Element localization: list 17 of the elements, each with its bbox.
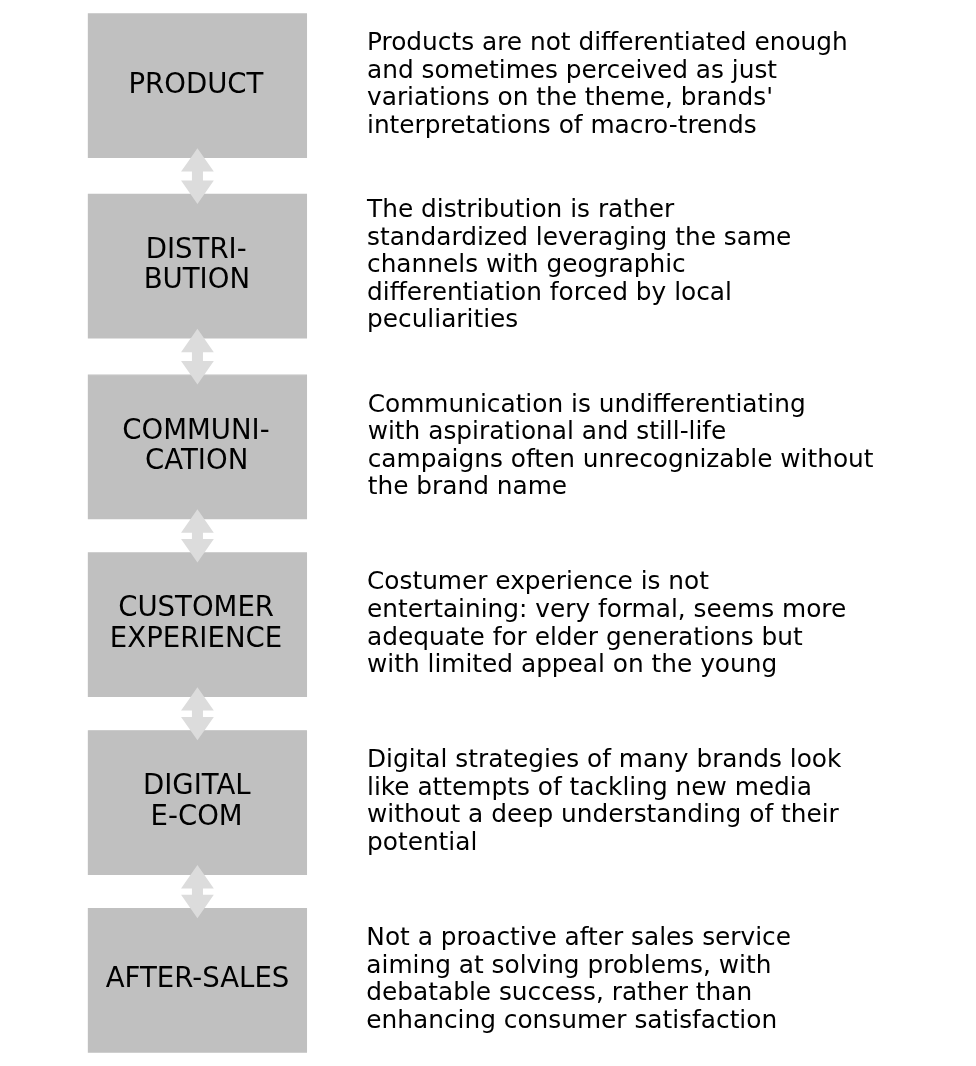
arrow [181,328,214,385]
node-label: Not a proactive after sales service aiming at solving problems, with debatable success, rather than enhancing consumer satisfaction [366,922,791,1034]
node-label: Products are not differentiated enough and sometimes perceived as just variations on the theme, brands' interpretations of macro-trends [367,27,848,140]
node-box: PRODUCT [87,13,308,158]
node-box: CUSTOMER EXPERIENCE [87,552,308,698]
node-box: DIGITAL E-COM [87,730,308,875]
node-label: Communication is undifferentiating with aspirational and still-life campaigns often unrecognizable without the brand name [367,388,874,501]
node-box: COMMUNI- CATION [87,374,308,520]
node-label: Digital strategies of many brands look like attempts of tackling new media without a deep understanding of their potential [367,744,842,856]
arrow [181,148,214,204]
node-box: DISTRI- BUTION [87,193,308,339]
node-label: Costumer experience is not entertaining: very formal, seems more adequate for elder generations but with limited appeal on the young [367,566,847,679]
node-box: AFTER-SALES [87,908,308,1053]
node-label: The distribution is rather standardized leveraging the same channels with geographic differentiation forced by local peculiarities [367,194,792,334]
arrow [181,865,214,919]
arrow [181,687,214,741]
arrow [181,509,214,563]
